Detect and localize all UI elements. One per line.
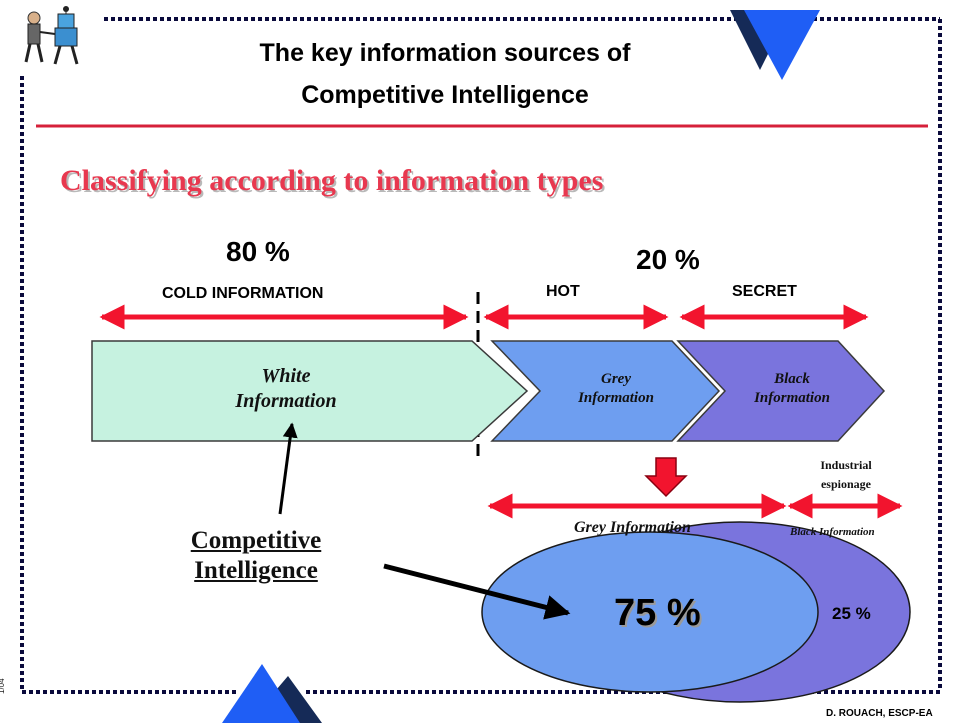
triangle-logo-bottom	[222, 664, 322, 723]
label-cold-information: COLD INFORMATION	[162, 285, 324, 302]
white-information-label: White Information	[196, 364, 376, 414]
grey-information-line2: Information	[578, 389, 654, 406]
white-information-chevron	[91, 340, 529, 442]
industrial-line1: Industrial	[820, 458, 872, 472]
page-title-line2: Competitive Intelligence	[301, 81, 589, 109]
percent-hot-secret: 20 %	[636, 244, 700, 275]
down-arrow-icon	[644, 457, 688, 498]
ci-to-grey-arrow	[383, 563, 571, 620]
footer-credit: D. ROUACH, ESCP-EA	[826, 708, 933, 719]
ci-to-white-arrow	[278, 422, 298, 515]
industrial-espionage-label: Industrial espionage	[806, 456, 886, 494]
ci-line2: Intelligence	[194, 557, 318, 584]
black-information-chevron	[676, 340, 886, 442]
industrial-line2: espionage	[820, 477, 871, 491]
label-secret: SECRET	[732, 283, 797, 300]
percent-cold: 80 %	[226, 236, 290, 267]
black-information-line1: Black	[774, 371, 810, 387]
grey-information-ellipse	[481, 531, 819, 693]
ci-line1: Competitive	[190, 527, 322, 554]
grey-information-range-label: Grey Information	[574, 519, 691, 536]
clipart-characters-icon	[24, 6, 79, 65]
dotted-frame	[20, 17, 942, 694]
black-information-label: Black Information	[732, 370, 852, 408]
side-mark: 1/04	[0, 678, 6, 694]
page-title-line1: The key information sources of	[259, 39, 631, 67]
black-information-range-label: Black Information	[790, 526, 875, 538]
triangle-logo-top	[730, 10, 820, 80]
competitive-intelligence-label: Competitive Intelligence	[176, 526, 336, 586]
white-information-line2: Information	[235, 390, 337, 412]
percent-black: 25 %	[832, 604, 871, 623]
grey-information-chevron	[490, 340, 721, 442]
grey-information-line1: Grey	[601, 371, 631, 387]
section-subtitle: Classifying according to information typ…	[60, 164, 604, 197]
black-information-line2: Information	[754, 389, 830, 406]
percent-grey: 75 %	[614, 592, 701, 634]
grey-information-label: Grey Information	[556, 370, 676, 408]
label-hot: HOT	[546, 283, 580, 300]
white-information-line1: White	[261, 365, 311, 387]
